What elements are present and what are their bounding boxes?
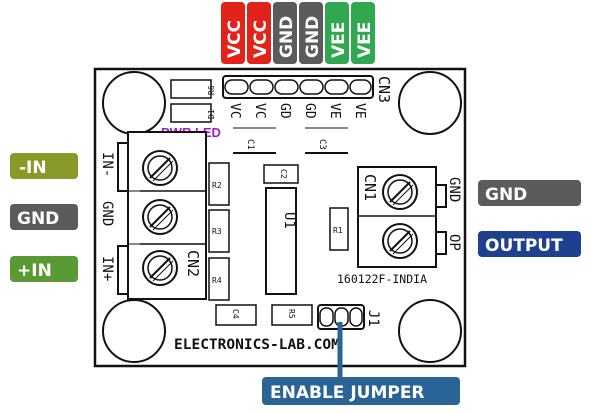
header-pin-gd-2: GD	[302, 103, 317, 119]
tag-in-plus	[10, 256, 78, 282]
c1-footprint	[233, 127, 276, 154]
r3-label: R3	[212, 227, 222, 236]
u1-label: U1	[281, 212, 297, 229]
tag-vcc-1-label: VCC	[225, 20, 245, 58]
part-number: 160122F-INDIA	[337, 272, 427, 286]
d1-footprint	[170, 103, 212, 123]
cn1-label: CN1	[361, 174, 379, 201]
u1-footprint	[265, 187, 297, 295]
mounting-hole-tl	[102, 71, 166, 135]
tag-in-minus	[10, 153, 78, 179]
cn2-screw-3	[142, 250, 178, 286]
tag-vcc-1	[221, 2, 245, 64]
j1-jumper	[317, 304, 365, 330]
cn2-in-plus-label: IN+	[99, 256, 115, 281]
tag-gnd-right	[478, 180, 581, 206]
c2-label: C2	[279, 169, 288, 179]
r1-label: R1	[333, 226, 343, 235]
header-pin-ve-1: VE	[327, 103, 342, 119]
right-tags: GND OUTPUT	[478, 180, 581, 257]
header-pin-ve-2: VE	[352, 103, 367, 119]
tag-enable-jumper	[262, 377, 460, 405]
r4-footprint	[208, 257, 230, 301]
cn3-header	[222, 75, 374, 99]
cn2-screw-1	[142, 150, 178, 186]
c1-label: C1	[245, 139, 255, 150]
header-pin-gd-1: GD	[277, 103, 292, 119]
header-pin-vc-1: VC	[227, 103, 242, 119]
tag-gnd-2	[299, 2, 323, 64]
tag-vee-1	[325, 2, 349, 64]
r5-footprint	[271, 304, 313, 326]
c4-label: C4	[231, 309, 240, 319]
j1-label: J1	[365, 310, 381, 327]
r3-footprint	[208, 209, 230, 253]
cn1-screw-2	[382, 223, 418, 259]
r2-footprint	[208, 162, 230, 206]
r6-footprint	[170, 79, 212, 99]
cn1-op-label: OP	[446, 234, 462, 251]
mounting-hole-tr	[398, 71, 462, 135]
tag-vcc-2-label: VCC	[251, 20, 271, 58]
cn1-gnd-label: GND	[446, 177, 462, 202]
cn2-label: CN2	[184, 250, 202, 277]
c3-footprint	[305, 127, 348, 154]
tag-gnd-left	[10, 204, 78, 230]
cn2-in-minus-label: IN-	[99, 152, 115, 177]
tag-enable-jumper-label: ENABLE JUMPER	[270, 383, 425, 403]
tag-vcc-2	[247, 2, 271, 64]
c2-footprint	[263, 164, 299, 184]
tag-vee-2-label: VEE	[355, 22, 375, 58]
r2-label: R2	[212, 181, 222, 190]
tag-in-plus-label: +IN	[17, 261, 52, 281]
cn1-screw-1	[382, 174, 418, 210]
left-tags: -IN GND +IN	[10, 153, 78, 282]
mounting-hole-bl	[102, 299, 166, 363]
top-pin-tags: VCC VCC GND GND VEE VEE	[221, 2, 375, 64]
r4-label: R4	[212, 276, 222, 285]
tag-gnd-2-label: GND	[303, 16, 323, 58]
c4-footprint	[215, 304, 257, 326]
header-pin-vc-2: VC	[252, 103, 267, 119]
tag-output	[478, 231, 581, 257]
cn3-label: CN3	[375, 76, 393, 103]
tag-output-label: OUTPUT	[485, 236, 563, 256]
brand-text: ELECTRONICS-LAB.COM	[174, 337, 340, 353]
tag-gnd-1	[273, 2, 297, 64]
d1-label: D1	[207, 109, 216, 119]
r1-footprint	[329, 207, 349, 251]
tag-vee-1-label: VEE	[329, 22, 349, 58]
tag-gnd-right-label: GND	[485, 185, 527, 205]
tag-vee-2	[351, 2, 375, 64]
cn2-gnd-label: GND	[99, 201, 115, 226]
mounting-hole-br	[398, 299, 462, 363]
tag-gnd-1-label: GND	[277, 16, 297, 58]
tag-gnd-left-label: GND	[17, 209, 59, 229]
r6-label: R6	[207, 85, 216, 95]
c3-label: C3	[317, 139, 327, 150]
r5-label: R5	[287, 309, 296, 319]
cn2-screw-2	[142, 199, 178, 235]
tag-in-minus-label: -IN	[19, 158, 47, 178]
